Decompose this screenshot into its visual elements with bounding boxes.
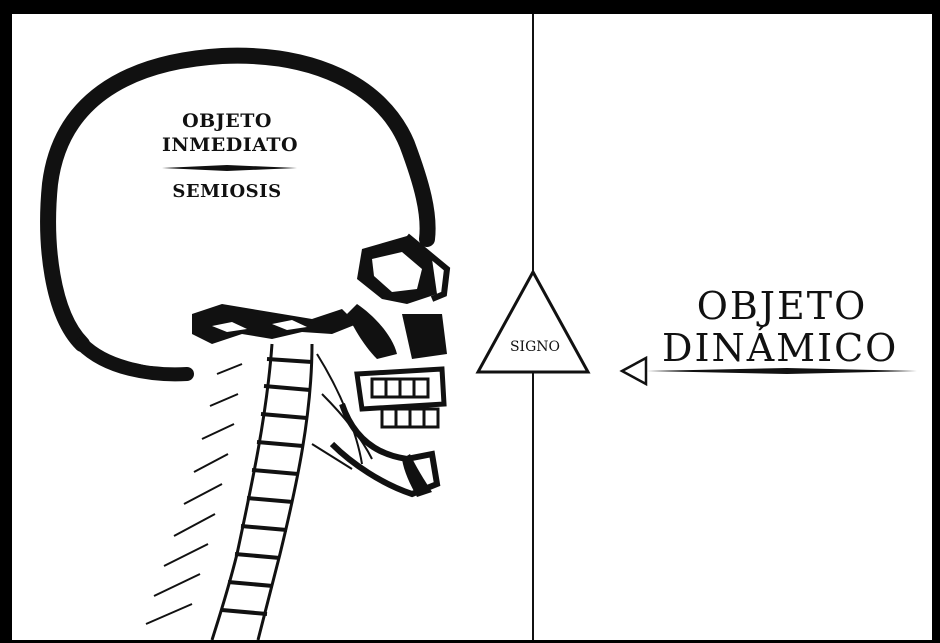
semiosis-label: SEMIOSIS	[162, 181, 292, 202]
semiosis-divider-line	[162, 165, 297, 171]
dynamic-object-label-line1: OBJETO	[672, 284, 892, 328]
diagram-canvas: OBJETO INMEDIATO SEMIOSIS SIGNO OBJETO D…	[12, 14, 932, 640]
spine-illustration	[146, 344, 372, 640]
immediate-object-label-line2: INMEDIATO	[162, 134, 292, 156]
arrowhead-icon	[622, 358, 646, 384]
dynamic-object-label-line2: DINÁMICO	[662, 326, 892, 370]
sign-triangle	[478, 272, 588, 372]
sign-label: SIGNO	[480, 339, 590, 355]
immediate-object-label-line1: OBJETO	[162, 110, 292, 132]
